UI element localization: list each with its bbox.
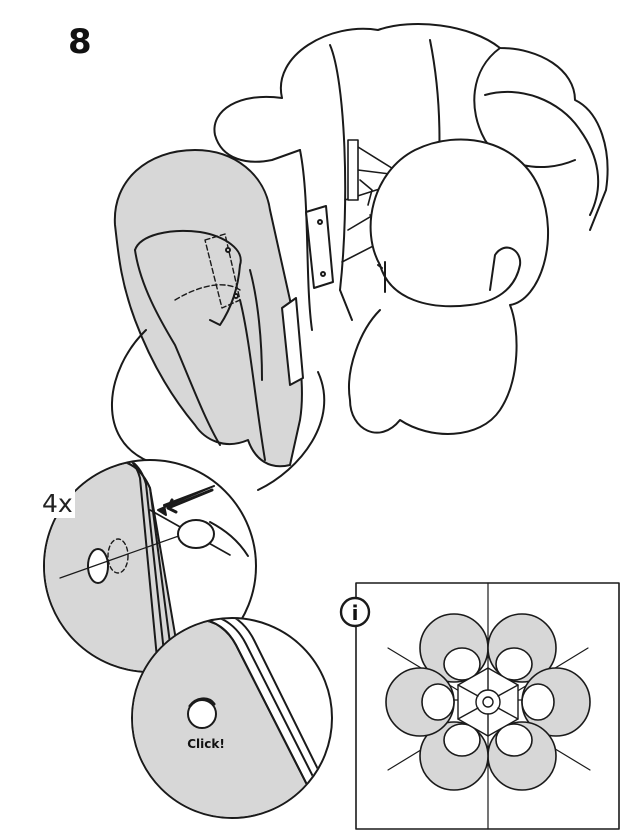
click-label: Click! — [187, 737, 225, 751]
mounting-strip-left — [281, 297, 304, 386]
shade-petal-right — [348, 138, 549, 435]
lamp-shade-assembly — [113, 23, 609, 468]
shade-petal-back-right — [473, 47, 576, 168]
step-number: 8 — [68, 22, 92, 62]
detail-circle-click — [131, 617, 333, 819]
shade-petal-left-grey — [113, 149, 303, 468]
callout-funnel — [111, 329, 326, 491]
mounting-strip-center — [305, 205, 334, 289]
top-view-frame — [457, 667, 519, 737]
quantity-label: 4x — [40, 489, 75, 518]
info-icon — [339, 596, 371, 628]
info-panel — [339, 582, 620, 830]
info-symbol: i — [352, 601, 359, 625]
shade-petal-back-left — [213, 95, 301, 163]
